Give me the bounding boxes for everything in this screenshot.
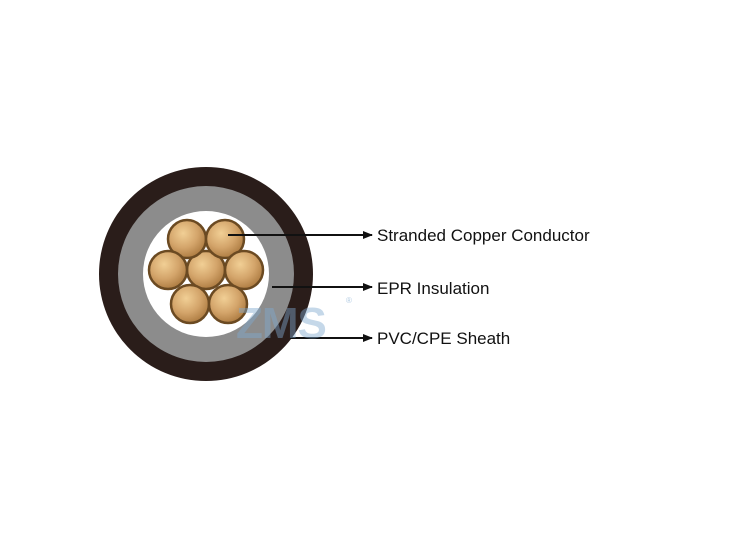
strand-right bbox=[223, 249, 265, 291]
watermark-logo: ZMS ® bbox=[236, 296, 352, 348]
insulation-label: EPR Insulation bbox=[377, 279, 489, 298]
watermark-registered-mark: ® bbox=[346, 296, 352, 305]
strand-left bbox=[147, 249, 189, 291]
copper-strands bbox=[147, 218, 265, 325]
strand-bottom-left bbox=[169, 283, 211, 325]
conductor-label: Stranded Copper Conductor bbox=[377, 226, 590, 245]
watermark-text: ZMS bbox=[236, 299, 326, 348]
sheath-label: PVC/CPE Sheath bbox=[377, 329, 510, 348]
strand-top-right bbox=[204, 218, 246, 260]
strand-bottom-right bbox=[207, 283, 249, 325]
